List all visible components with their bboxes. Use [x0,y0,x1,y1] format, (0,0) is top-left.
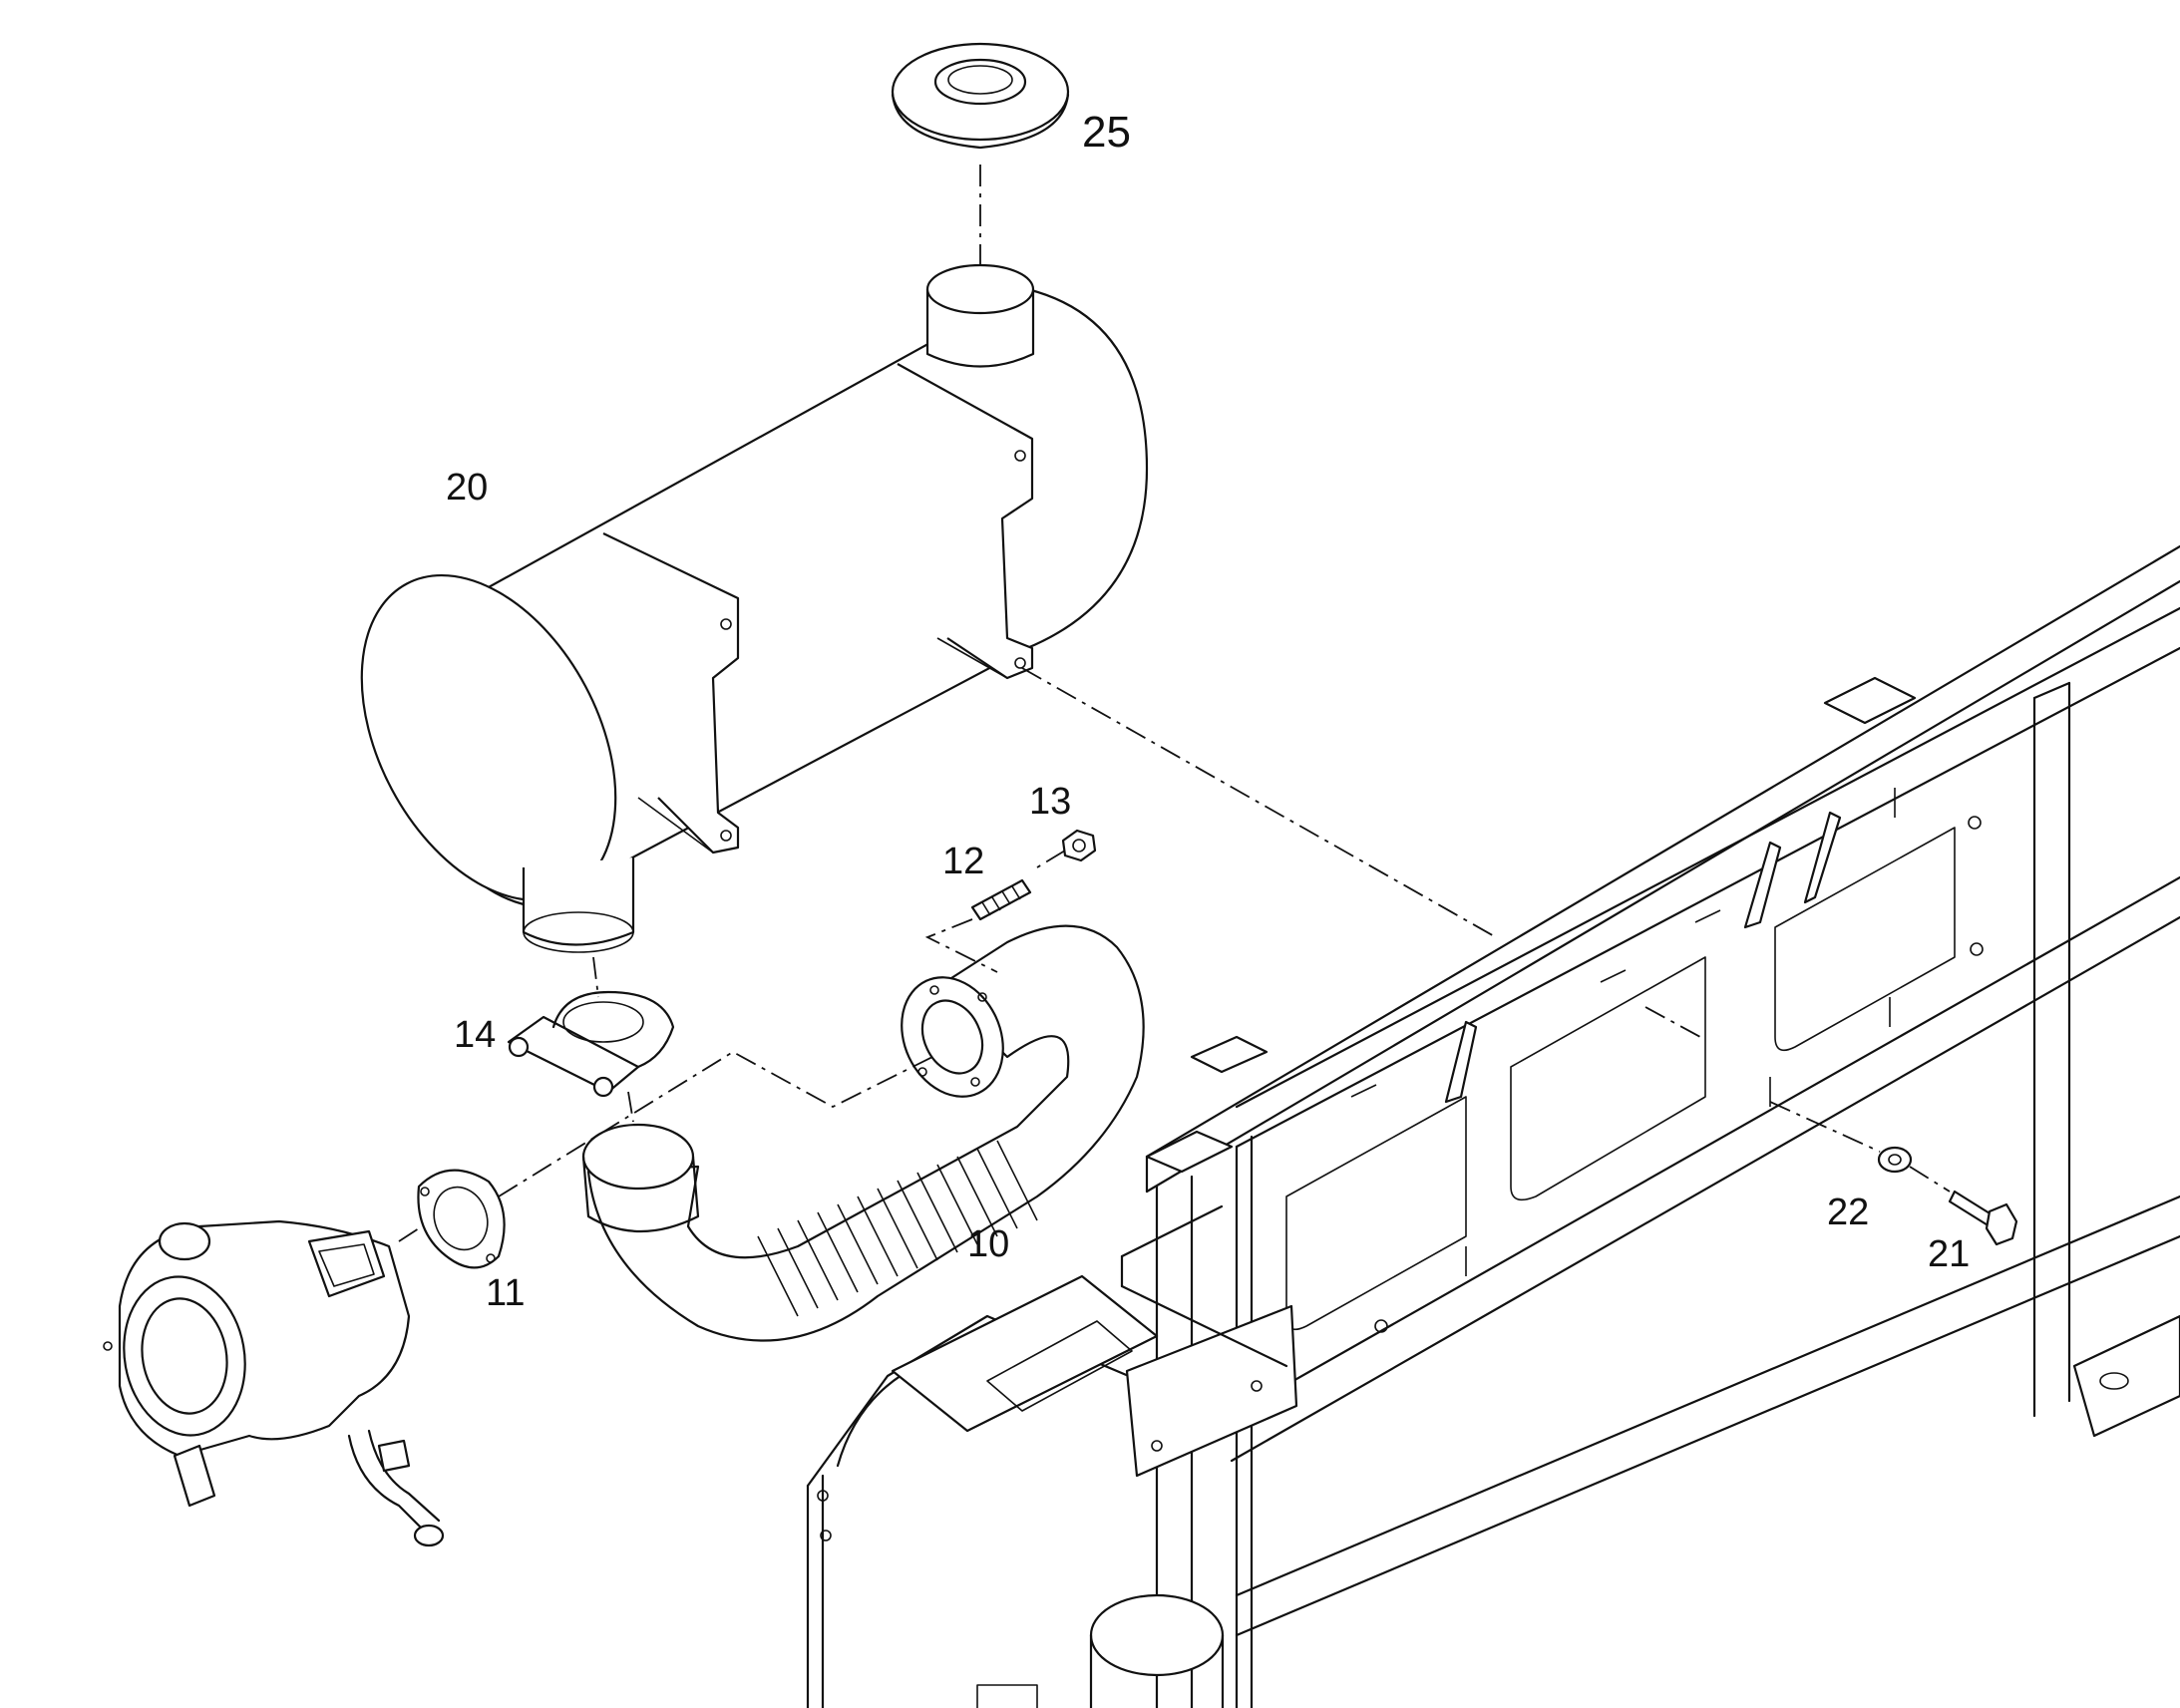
part-11-gasket [417,1169,506,1269]
part-10-exhaust-pipe [581,924,1145,1342]
part-14-clamp [507,990,675,1098]
part-20-muffler [360,263,1149,953]
vehicle-frame [806,544,2180,1708]
assembly-center-lines [398,165,1951,1242]
part-12-stud [970,878,1032,921]
part-25-cap [891,42,1070,150]
part-22-washer [1877,1146,1913,1174]
part-13-nut [1061,829,1097,862]
callout-12: 12 [942,841,985,882]
callout-14: 14 [454,1014,497,1056]
callout-10: 10 [967,1223,1010,1265]
turbocharger [103,1219,445,1547]
callout-11: 11 [486,1272,526,1314]
callout-22: 22 [1827,1192,1870,1233]
callout-20: 20 [446,467,489,509]
callout-25: 25 [1082,108,1131,157]
callout-13: 13 [1029,781,1072,823]
part-21-bolt [1948,1190,2018,1246]
callout-21: 21 [1928,1233,1971,1275]
